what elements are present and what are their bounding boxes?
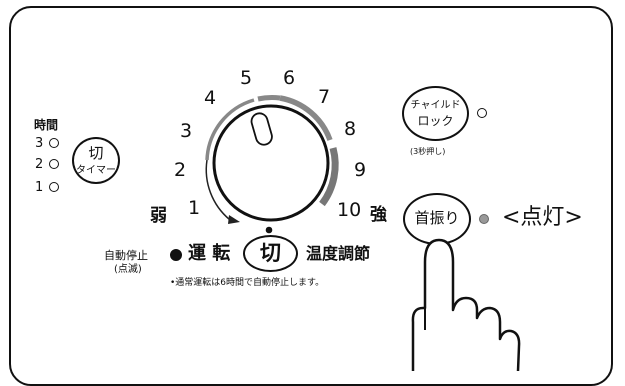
dial-position-dot: [265, 226, 273, 234]
dial-thin-arc: [205, 159, 230, 221]
dial-number-6: 6: [283, 67, 296, 89]
pointing-hand-icon: [411, 238, 521, 371]
auto-stop-lamp: [170, 249, 182, 261]
child-lock-note: (3秒押し): [410, 147, 446, 156]
dial-number-2: 2: [174, 159, 187, 181]
run-label: 運 転: [188, 243, 231, 264]
dial-arc-arrowhead: [228, 215, 240, 224]
swing-button-label: 首振り: [414, 209, 460, 227]
dial-number-9: 9: [354, 159, 367, 181]
dial-level-arc: [279, 95, 333, 141]
timer-level-2-lamp: [49, 159, 59, 169]
timer-button-bottom-label: タイマー: [76, 165, 116, 176]
swing-button[interactable]: 首振り: [403, 193, 471, 245]
off-button-label: 切: [260, 241, 281, 265]
timer-level-2-label: 2: [35, 157, 44, 172]
auto-stop-blink-label: (点滅): [114, 264, 142, 275]
swing-lamp: [479, 214, 489, 224]
dial-number-3: 3: [180, 120, 193, 142]
child-lock-button[interactable]: チャイルド ロック: [402, 86, 469, 141]
dial-level-arc: [205, 98, 255, 161]
dial-level-arc: [257, 95, 281, 102]
child-lock-top-label: チャイルド: [410, 100, 461, 111]
timer-level-3-lamp: [49, 138, 59, 148]
dial-strong-label: 強: [370, 205, 387, 225]
timer-level-1-label: 1: [35, 180, 44, 195]
timer-button-top-label: 切: [88, 144, 104, 162]
timer-level-1-lamp: [49, 182, 59, 192]
dial-pointer: [250, 112, 273, 146]
child-lock-bottom-label: ロック: [417, 114, 454, 128]
swing-status-text: <点灯>: [502, 205, 583, 230]
dial-weak-label: 弱: [150, 206, 167, 226]
dial-number-10: 10: [337, 199, 362, 221]
dial-number-1: 1: [188, 197, 201, 219]
timer-hours-label: 時間: [34, 118, 59, 132]
auto-stop-note: •通常運転は6時間で自動停止します。: [170, 278, 325, 288]
auto-stop-label: 自動停止: [104, 249, 148, 262]
dial-number-4: 4: [204, 87, 217, 109]
dial-number-8: 8: [344, 118, 357, 140]
temperature-adjust-label: 温度調節: [306, 244, 371, 263]
dial-number-7: 7: [318, 86, 331, 108]
dial-level-arc: [319, 147, 339, 207]
timer-button[interactable]: 切 タイマー: [72, 137, 120, 184]
dial-graphic: [205, 95, 339, 234]
child-lock-lamp: [477, 108, 487, 118]
temperature-dial-knob[interactable]: [212, 104, 330, 222]
dial-number-5: 5: [240, 67, 253, 89]
timer-level-3-label: 3: [35, 136, 44, 151]
off-button[interactable]: 切: [243, 235, 298, 272]
